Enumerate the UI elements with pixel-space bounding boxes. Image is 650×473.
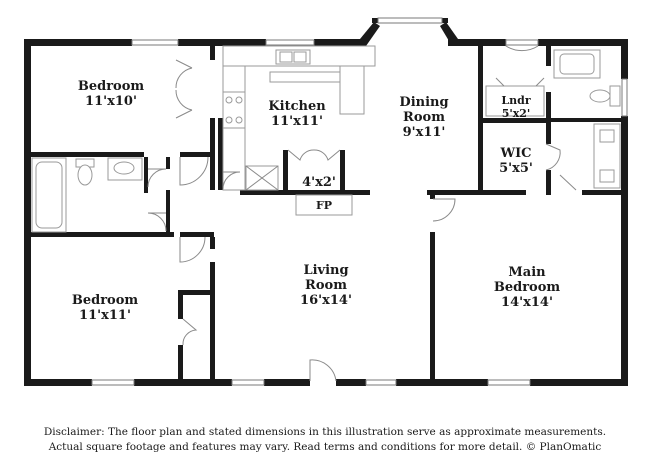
wic-name: WIC xyxy=(499,146,531,161)
bedroom-top-size: 11'x10' xyxy=(85,94,137,109)
room-labels: Bedroom 11'x10' Kitchen 11'x11' Dining R… xyxy=(72,79,561,323)
main-bedroom-name-line2: Bedroom xyxy=(494,280,561,295)
exterior-walls xyxy=(24,18,628,386)
kitchen-name: Kitchen xyxy=(268,99,326,114)
dining-name-line2: Room xyxy=(403,110,445,125)
bedroom-bottom-name: Bedroom xyxy=(72,293,139,308)
bedroom-top-name: Bedroom xyxy=(78,79,145,94)
main-bedroom-size: 14'x14' xyxy=(501,295,553,310)
disclaimer-line-1: Disclaimer: The floor plan and stated di… xyxy=(43,426,607,438)
kitchen-size: 11'x11' xyxy=(271,114,323,129)
laundry-name: Lndr xyxy=(501,94,530,107)
living-size: 16'x14' xyxy=(300,293,352,308)
fixtures xyxy=(31,45,621,233)
fireplace-label: FP xyxy=(316,199,332,212)
main-bedroom-name-line1: Main xyxy=(508,265,546,280)
laundry-size: 5'x2' xyxy=(502,107,531,120)
wic-size: 5'x5' xyxy=(499,161,533,176)
living-name-line1: Living xyxy=(303,263,348,278)
dining-name-line1: Dining xyxy=(399,95,448,110)
disclaimer-line-2: Actual square footage and features may v… xyxy=(48,441,602,453)
interior-walls xyxy=(24,46,628,386)
doors xyxy=(147,39,577,382)
living-name-line2: Room xyxy=(305,278,347,293)
pantry-size: 4'x2' xyxy=(302,175,336,190)
dining-size: 9'x11' xyxy=(403,125,446,140)
bedroom-bottom-size: 11'x11' xyxy=(79,308,131,323)
